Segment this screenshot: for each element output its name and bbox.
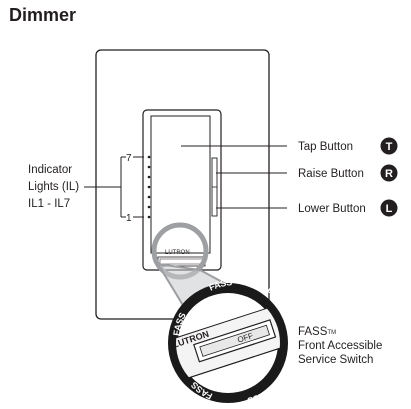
lower-badge-letter: L: [386, 203, 393, 215]
lutron-logo: LUTRON: [165, 250, 190, 256]
indicator-lights: [147, 155, 151, 219]
lower-button-label: Lower Button: [298, 203, 366, 215]
tap-button-label: Tap Button: [298, 141, 353, 153]
indicator-label-7: 7: [126, 153, 132, 164]
indicator-label-1: 1: [126, 213, 132, 224]
raise-badge-letter: R: [385, 168, 393, 180]
fass-label-tm: TM: [327, 330, 336, 336]
lower-badge-icon: L: [380, 199, 398, 217]
raise-badge-icon: R: [380, 164, 398, 182]
fass-desc-line2: Service Switch: [298, 354, 373, 366]
indicator-title: Indicator: [28, 164, 72, 176]
fass-label: FASSTM: [298, 326, 336, 338]
indicator-range: IL1 - IL7: [28, 198, 70, 210]
tap-badge-letter: T: [386, 141, 393, 153]
tap-badge-icon: T: [380, 137, 398, 155]
page-title: Dimmer: [9, 5, 77, 25]
indicator-subtitle: Lights (IL): [28, 181, 79, 193]
fass-desc-line1: Front Accessible: [298, 340, 382, 352]
raise-button-label: Raise Button: [298, 168, 364, 180]
zoom-detail: LUTRON OFF: [176, 303, 280, 382]
fass-label-name: FASS: [298, 326, 328, 338]
